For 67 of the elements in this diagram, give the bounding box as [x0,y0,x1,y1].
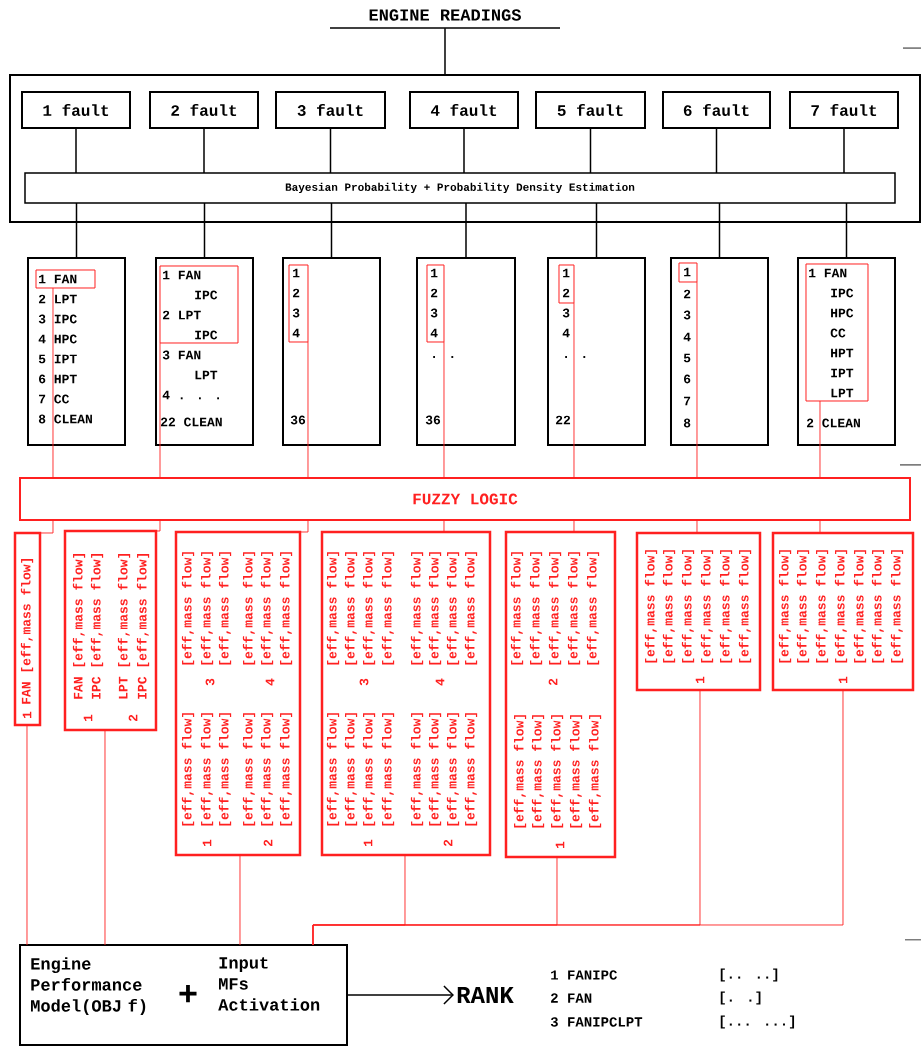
rank-entry: 1 FANIPC [551,970,617,980]
rank-entry: [.. ..] [720,968,778,982]
connector-line [159,342,161,479]
highlight-box: 1 2 3 4 [288,264,309,343]
highlight-box: 1 FAN IPC HPC CC HPT IPT LPT [805,263,869,402]
highlight-box: 1 2 [558,264,575,304]
connector-line [595,202,598,259]
connector-line [718,202,721,259]
highlight-box: 1 FAN [35,269,96,289]
connector-line [443,341,445,479]
connector-line [307,341,309,479]
connector-line [573,519,575,533]
band-box: Bayesian Probability + Probability Density Estimation [24,172,896,204]
connector-line [444,27,446,76]
connector-line [155,519,161,532]
connector-line [715,127,718,174]
connector-line [845,202,848,259]
connector-line [843,127,845,174]
fault-box: 3 fault [275,91,386,129]
fuzzy-output-box: 1 [eff,mass flow] [eff,mass flow] [eff,mass flow] [eff,mass flow] [eff,mass flow] 2 [eff,mass flow] [eff,mass flow] [eff,mass flow] [eff,mass flow] [eff,mass flow] [504,530,617,859]
fault-box: 6 fault [662,91,771,129]
highlight-box: 1 FAN IPC 2 LPT IPC [159,265,239,344]
rank-entry: 2 FAN [551,993,592,1003]
connector-line [52,287,54,479]
heading: ENGINE READINGS [329,9,561,29]
fault-box: 2 fault [149,91,259,129]
connector-line [39,519,54,534]
panel-box [9,74,921,223]
rank-text: RANK [457,987,514,1003]
fault-box: 5 fault [535,91,646,129]
connector-line [299,519,309,533]
connector-line [203,127,205,174]
fuzzy-output-box: 1 [eff,mass flow] [eff,mass flow] [eff,mass flow] [eff,mass flow] [eff,mass flow] [eff,mass flow] [eff,mass flow] [771,531,915,692]
fault-box: 4 fault [409,91,519,129]
model-box: Engine Performance Model(OBJ f) + Input MFs Activation [19,944,348,1046]
connector-line [330,202,333,259]
highlight-box: 1 2 3 4 [426,264,445,343]
rank-entry: 3 FANIPCLPT [550,1017,643,1027]
connector-line [329,127,332,174]
fuzzy-output-box: 1 [eff,mass flow] [eff,mass flow] [eff,mass flow] [eff,mass flow] [eff,mass flow] [eff,mass flow] [635,531,762,692]
arrow [346,985,454,1005]
highlight-box: 1 [678,262,698,283]
fuzzy-output-box: 1 FAN [eff,mass flow] [13,531,42,727]
connector-line [589,127,592,174]
connector-line [203,202,206,259]
connector-line [573,302,575,479]
rank-entry: [... ...] [720,1015,795,1029]
fuzzy-logic-band: FUZZY LOGIC [19,477,911,521]
connector-line [75,202,78,259]
connector-line [75,127,77,174]
connector-line [696,519,698,534]
connector-line [696,281,698,479]
connector-line [819,519,821,534]
connector-line [463,127,465,174]
fuzzy-output-box: 1 [eff,mass flow] [eff,mass flow] [eff,mass flow] [eff,mass flow] 2 [eff,mass flow] [eff,mass flow] [eff,mass flow] [eff,mass flow] 3 [eff,mass flow] [eff,mass flow] [eff,mass flow] [eff,mass flow] 4 [eff,mass flow] [eff,mass flow] [eff,mass flow] [eff,mass flow] [320,530,492,857]
rank-entry: [. .] [720,991,761,1005]
fuzzy-output-box: 1 FAN [eff,mass flow] IPC [eff,mass flow] 2 LPT [eff,mass flow] IPC [eff,mass flow] [63,529,158,732]
connector-line [104,729,106,946]
connector-line [312,689,844,946]
connector-line [819,400,821,479]
fault-box: 1 fault [21,91,131,129]
fault-box: 7 fault [789,91,899,129]
connector-line [239,854,241,946]
connector-line [26,724,28,946]
fuzzy-output-box: 1 [eff,mass flow] [eff,mass flow] [eff,mass flow] 2 [eff,mass flow] [eff,mass flow] [eff,mass flow] 3 [eff,mass flow] [eff,mass flow] [eff,mass flow] 4 [eff,mass flow] [eff,mass flow] [eff,mass flow] [174,530,302,857]
connector-line [465,202,467,259]
connector-line [443,519,445,533]
